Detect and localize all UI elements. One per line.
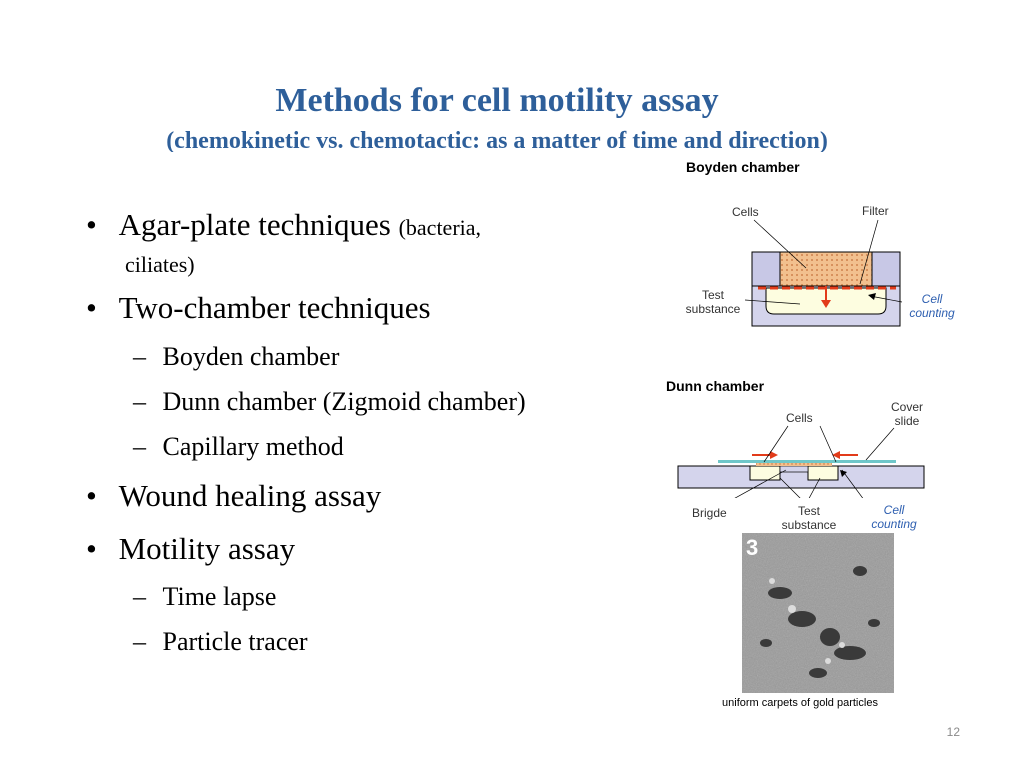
label-line: counting [909,306,955,320]
sub-bullet-text: Particle tracer [162,627,308,656]
dunn-cell-counting-label: Cell counting [864,503,924,531]
bullet-text: Motility assay [118,531,296,566]
dunn-cells-label: Cells [786,411,813,425]
sub-bullet-marker: – [133,582,146,611]
label-line: Cell [921,292,943,306]
bullet-note: (bacteria, [398,215,482,240]
slide-subtitle: (chemokinetic vs. chemotactic: as a matt… [166,128,828,152]
boyden-cells-label: Cells [732,205,759,219]
boyden-filter-label: Filter [862,204,889,218]
boyden-figure-title: Boyden chamber [686,159,800,175]
label-line: Test [797,504,820,518]
bullet-text: Wound healing assay [118,478,382,513]
bullet-note-continued: ciliates) [125,252,195,277]
sub-bullet-boyden: – Boyden chamber [133,342,339,372]
micrograph-caption: uniform carpets of gold particles [722,697,878,709]
sub-bullet-particle-tracer: – Particle tracer [133,627,308,657]
dunn-cover-slide-label: Cover slide [882,400,932,428]
boyden-chamber-diagram [744,219,903,327]
gold-particle-micrograph [742,533,894,693]
boyden-test-substance-label: Test substance [678,288,748,316]
dunn-bridge-label: Brigde [692,506,727,520]
sub-bullet-marker: – [133,627,146,656]
boyden-cell-counting-label: Cell counting [902,292,962,320]
label-line: substance [781,518,837,530]
label-line: counting [871,517,917,531]
sub-bullet-time-lapse: – Time lapse [133,582,276,612]
bullet-marker: • [86,478,97,513]
label-line: Test [701,288,724,302]
bullet-motility-assay: • Motility assay [86,531,295,567]
bullet-agar-plate: • Agar-plate techniques (bacteria, [86,207,481,243]
bullet-wound-healing: • Wound healing assay [86,478,381,514]
sub-bullet-marker: – [133,387,146,416]
dunn-test-substance-label: Test substance [772,504,846,530]
sub-bullet-text: Capillary method [162,432,344,461]
label-line: substance [685,302,741,316]
sub-bullet-dunn: – Dunn chamber (Zigmoid chamber) [133,387,526,417]
micrograph-panel-number: 3 [746,535,759,560]
sub-bullet-marker: – [133,432,146,461]
label-line: Cover [890,400,923,414]
label-line: slide [894,414,920,428]
sub-bullet-text: Boyden chamber [162,342,340,371]
bullet-text: Two-chamber techniques [118,290,431,325]
bullet-two-chamber: • Two-chamber techniques [86,290,431,326]
label-line: Cell [883,503,905,517]
slide-title: Methods for cell motility assay [275,82,719,119]
bullet-text: Agar-plate techniques [118,207,391,242]
dunn-chamber-diagram [677,425,925,498]
sub-bullet-capillary: – Capillary method [133,432,344,462]
page-number: 12 [946,725,960,739]
bullet-marker: • [86,207,97,242]
sub-bullet-text: Dunn chamber (Zigmoid chamber) [162,387,526,416]
sub-bullet-marker: – [133,342,146,371]
sub-bullet-text: Time lapse [162,582,277,611]
bullet-marker: • [86,531,97,566]
dunn-figure-title: Dunn chamber [666,378,765,394]
bullet-marker: • [86,290,97,325]
